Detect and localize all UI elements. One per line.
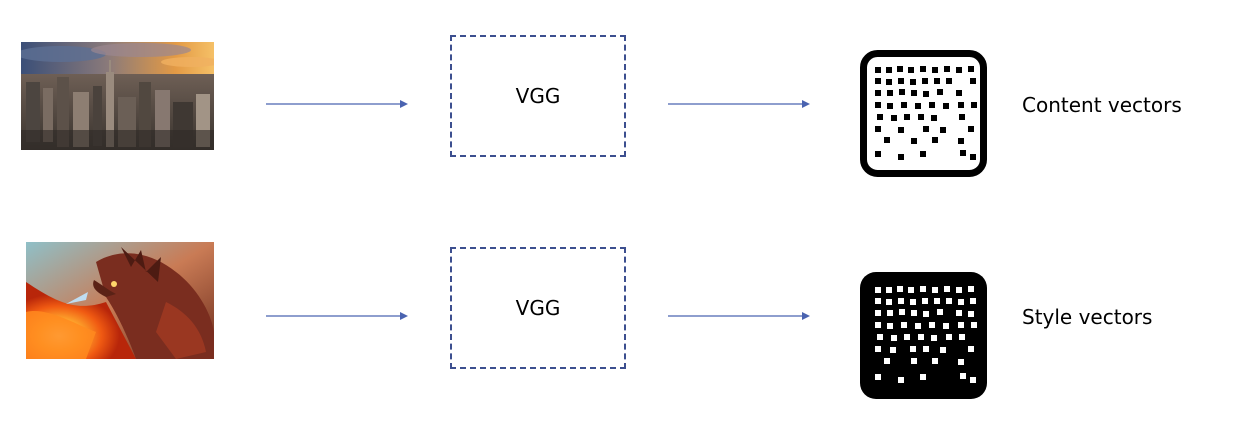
style-image-fire-dragon	[26, 242, 214, 359]
vgg-model-box-style: VGG	[450, 247, 626, 369]
vgg-label: VGG	[515, 296, 561, 320]
arrow-vgg-to-content-vectors	[668, 99, 810, 109]
arrow-image-to-vgg-content	[266, 99, 408, 109]
arrow-vgg-to-style-vectors	[668, 311, 810, 321]
style-vectors-label: Style vectors	[1022, 305, 1153, 329]
style-vector-grid-icon	[860, 272, 987, 399]
vgg-model-box-content: VGG	[450, 35, 626, 157]
content-vector-grid-icon	[860, 50, 987, 177]
arrow-image-to-vgg-style	[266, 311, 408, 321]
vgg-label: VGG	[515, 84, 561, 108]
content-vectors-label: Content vectors	[1022, 93, 1182, 117]
content-image-city-skyline	[21, 42, 214, 150]
